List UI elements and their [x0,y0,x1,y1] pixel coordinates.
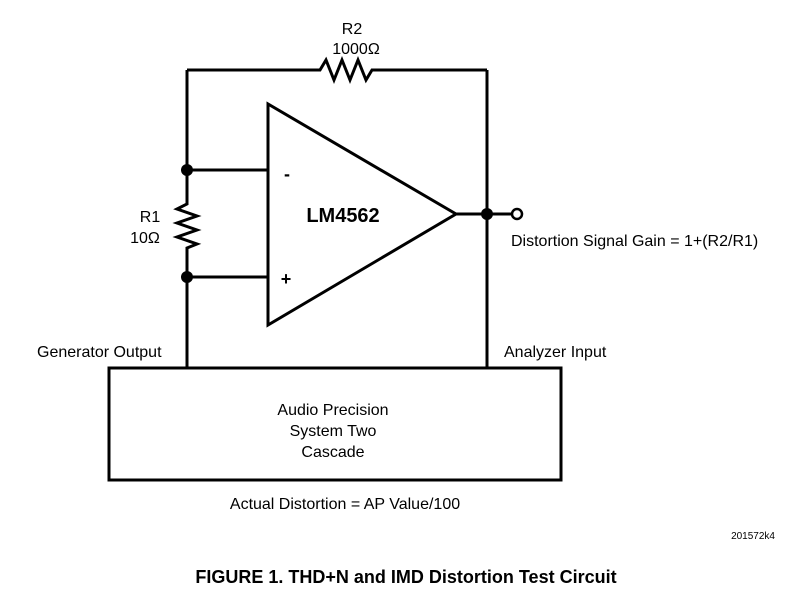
actual-distortion-text: Actual Distortion = AP Value/100 [230,496,460,513]
feedback-wire [187,55,487,85]
r1-value: 10Ω [130,230,160,247]
opamp-name: LM4562 [306,205,379,227]
r2-name: R2 [342,21,363,38]
r1-name: R1 [140,209,161,226]
box-line-1: Audio Precision [277,402,388,419]
analyzer-input-label: Analyzer Input [504,344,607,361]
generator-output-label: Generator Output [37,344,162,361]
plus-sign: + [281,269,292,289]
opamp-triangle [266,101,459,328]
output-terminal [510,207,524,221]
junction-dot-minus [181,164,193,176]
audio-precision-box [107,366,563,482]
junction-dot-output [481,208,493,220]
minus-sign: - [284,164,290,184]
box-line-3: Cascade [301,444,364,461]
r2-value: 1000Ω [332,41,380,58]
document-id: 201572k4 [731,531,775,542]
box-line-2: System Two [290,423,377,440]
left-wire [172,70,202,368]
figure-caption: FIGURE 1. THD+N and IMD Distortion Test … [195,567,616,587]
junction-dot-plus [181,271,193,283]
gain-text: Distortion Signal Gain = 1+(R2/R1) [511,233,758,250]
